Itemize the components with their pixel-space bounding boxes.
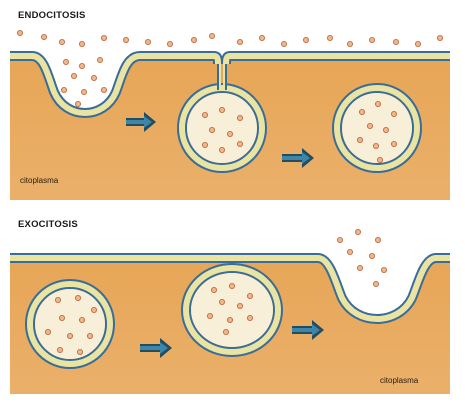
- particle: [226, 316, 233, 323]
- particle: [210, 286, 217, 293]
- particle: [63, 59, 70, 66]
- exocytosis-title: EXOCITOSIS: [18, 219, 78, 230]
- particle: [368, 252, 375, 259]
- particle: [336, 236, 343, 243]
- particle: [302, 37, 309, 44]
- particle: [87, 332, 94, 339]
- particle: [144, 39, 151, 46]
- process-arrow-icon: [282, 148, 314, 168]
- endocytosis-panel: [10, 29, 450, 200]
- particle: [354, 228, 361, 235]
- exocytosis-panel: [10, 228, 450, 394]
- particle: [79, 316, 86, 323]
- particle: [75, 101, 82, 108]
- particle: [41, 34, 48, 41]
- particle: [218, 107, 225, 114]
- particle: [346, 248, 353, 255]
- particle: [67, 332, 74, 339]
- particle: [222, 328, 229, 335]
- particle: [246, 292, 253, 299]
- particle: [79, 63, 86, 70]
- particle: [390, 140, 397, 147]
- particle: [61, 87, 68, 94]
- particle: [390, 111, 397, 118]
- process-arrow-icon: [126, 112, 156, 132]
- particle: [372, 142, 379, 149]
- particle: [81, 89, 88, 96]
- particle: [374, 236, 381, 243]
- particle: [436, 35, 443, 42]
- particle: [346, 41, 353, 48]
- particle: [228, 282, 235, 289]
- particle: [366, 123, 373, 130]
- particle: [246, 314, 253, 321]
- process-arrow-icon: [292, 320, 324, 340]
- endocytosis-vesicle-1: [177, 60, 267, 173]
- particle: [372, 280, 379, 287]
- particle: [376, 156, 383, 163]
- particle: [123, 37, 130, 44]
- particle: [236, 140, 243, 147]
- endocytosis-title: ENDOCITOSIS: [18, 10, 86, 21]
- particle: [75, 294, 82, 301]
- particle: [206, 312, 213, 319]
- particle: [218, 146, 225, 153]
- endocytosis-vesicle-2: [332, 83, 422, 173]
- exocytosis-vesicle-2: [181, 263, 283, 357]
- particle: [208, 33, 215, 40]
- process-arrow-icon: [140, 338, 172, 358]
- particle: [71, 73, 78, 80]
- particle: [201, 112, 208, 119]
- particle: [16, 29, 23, 36]
- exocytosis-particles: [45, 228, 387, 355]
- particle: [57, 346, 64, 353]
- particle: [45, 328, 52, 335]
- particle: [414, 41, 421, 48]
- endocytosis-membrane: [10, 51, 450, 118]
- particle: [356, 264, 363, 271]
- particle: [236, 302, 243, 309]
- particle: [59, 39, 66, 46]
- particle: [166, 41, 173, 48]
- exocytosis-membrane: [10, 253, 450, 324]
- particle: [91, 75, 98, 82]
- particle: [392, 39, 399, 46]
- endocytosis-particles: [16, 29, 443, 163]
- particle: [201, 141, 208, 148]
- particle: [236, 39, 243, 46]
- particle: [218, 298, 225, 305]
- particle: [208, 127, 215, 134]
- particle: [374, 101, 381, 108]
- particle: [236, 115, 243, 122]
- particle: [326, 35, 333, 42]
- particle: [380, 266, 387, 273]
- particle: [55, 296, 62, 303]
- particle: [368, 37, 375, 44]
- particle: [91, 306, 98, 313]
- particle: [77, 348, 84, 355]
- exocytosis-cytoplasm-label: citoplasma: [380, 376, 419, 385]
- particle: [382, 127, 389, 134]
- particle: [258, 35, 265, 42]
- particle: [226, 130, 233, 137]
- particle: [101, 35, 108, 42]
- particle: [79, 41, 86, 48]
- endocytosis-cytoplasm-label: citoplasma: [20, 176, 59, 185]
- particle: [59, 314, 66, 321]
- particle: [280, 41, 287, 48]
- particle: [356, 136, 363, 143]
- particle: [358, 109, 365, 116]
- particle: [101, 87, 108, 94]
- particle: [190, 37, 197, 44]
- particle: [97, 57, 104, 64]
- exocytosis-vesicle-1: [25, 279, 115, 369]
